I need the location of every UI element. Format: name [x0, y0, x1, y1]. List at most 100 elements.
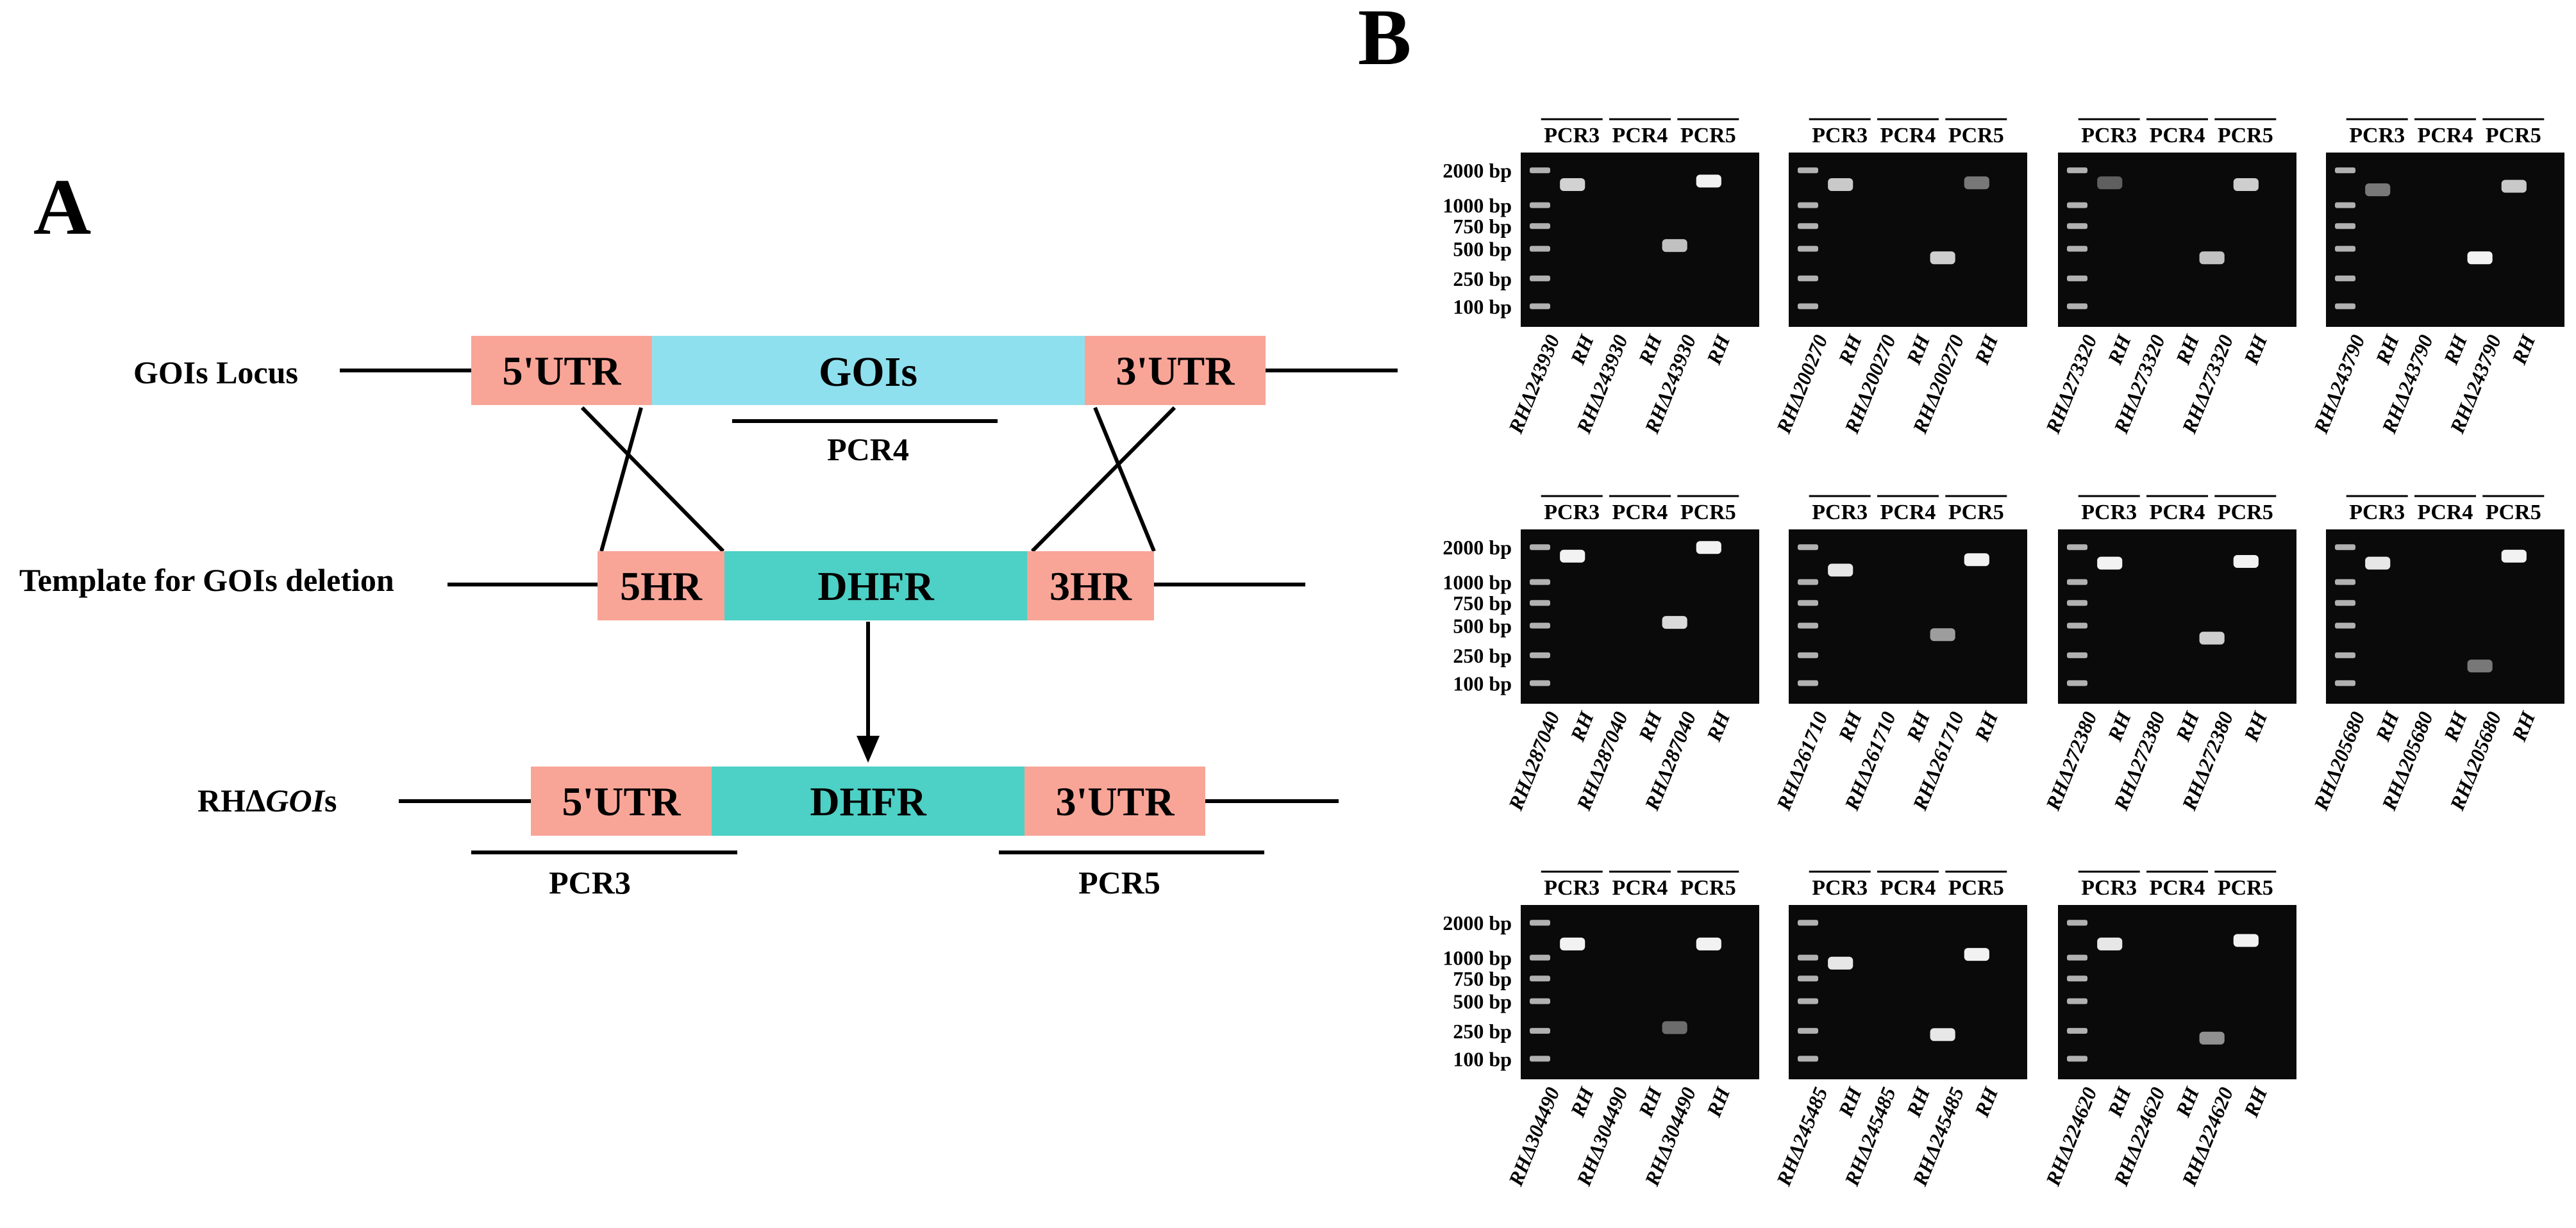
pcr-header: PCR5 [2218, 876, 2273, 900]
pcr-header: PCR3 [1544, 876, 1600, 900]
sample-band [1662, 616, 1687, 629]
pcr-header: PCR3 [1544, 124, 1600, 147]
ladder-band [1798, 223, 1818, 229]
ladder-band [1530, 954, 1550, 961]
mutant-label-suffix: s [324, 783, 337, 818]
lane-label: RH [1634, 1083, 1666, 1120]
sample-band [1964, 948, 1989, 961]
ladder-band [1798, 167, 1818, 174]
lane-label: RH [1834, 1083, 1866, 1120]
sample-band [2365, 556, 2391, 570]
sample-band [1930, 1028, 1955, 1041]
template-5hr-box [598, 551, 724, 620]
ladder-band [1530, 223, 1550, 229]
sample-band [1696, 937, 1721, 950]
lane-label: RHΔ243790 [2309, 331, 2370, 437]
ladder-band [2067, 202, 2087, 208]
mutant-dhfr-box [712, 767, 1025, 836]
ladder-band [2335, 245, 2355, 252]
lane-label: RH [1902, 708, 1934, 745]
sample-band [1964, 553, 1989, 567]
ladder-label: 750 bp [1453, 967, 1512, 990]
pcr-header: PCR5 [1680, 501, 1736, 524]
gel-image [1521, 905, 1759, 1079]
cross-right-a [1093, 406, 1156, 552]
lane-label: RH [1634, 708, 1666, 745]
pcr-header: PCR3 [2349, 501, 2405, 524]
lane-label: RHΔ273320 [2041, 331, 2102, 437]
sample-band [2233, 934, 2259, 947]
ladder-band [2067, 622, 2087, 629]
mutant-row: RHΔGOIs 5'UTR DHFR 3'UTR PCR3 PCR5 [197, 767, 1339, 900]
ladder-band [2067, 652, 2087, 658]
gel-image [2058, 153, 2296, 327]
lane-label: RH [2439, 708, 2471, 745]
ladder-band [1798, 920, 1818, 926]
ladder-band [1798, 544, 1818, 551]
template-3hr-label: 3HR [1050, 563, 1132, 609]
pcr-header: PCR3 [1812, 501, 1868, 524]
ladder-label: 500 bp [1453, 990, 1512, 1013]
ladder-band [2067, 1056, 2087, 1062]
pcr5-label: PCR5 [1078, 865, 1160, 900]
ladder-band [2067, 223, 2087, 229]
lane-label: RH [2439, 331, 2471, 368]
ladder-band [1530, 167, 1550, 174]
lane-label: RH [2239, 331, 2271, 368]
ladder-label: 2000 bp [1443, 911, 1512, 934]
lane-label: RH [2103, 708, 2136, 745]
sample-band [1828, 178, 1853, 191]
lane-label: RH [2507, 331, 2539, 368]
lane-label: RH [1970, 708, 2002, 745]
lane-label: RH [2171, 708, 2204, 745]
ladder-band [1798, 954, 1818, 961]
pcr-header: PCR4 [2150, 876, 2205, 900]
sample-band [2233, 178, 2259, 191]
ladder-band [1798, 622, 1818, 629]
ladder-band [1798, 303, 1818, 310]
ladder-band [1530, 1056, 1550, 1062]
template-dhfr-box [724, 551, 1027, 620]
ladder-band [1530, 652, 1550, 658]
ladder-label: 250 bp [1453, 644, 1512, 667]
lane-label: RHΔ200270 [1771, 331, 1832, 437]
ladder-band [2067, 920, 2087, 926]
pcr-header: PCR3 [2081, 124, 2137, 147]
ladder-band [1798, 680, 1818, 686]
sample-band [2365, 183, 2391, 197]
gel-image [1789, 153, 2027, 327]
ladder-band [1530, 245, 1550, 252]
locus-5utr-box [471, 336, 652, 405]
pcr-header: PCR5 [2486, 124, 2541, 147]
sample-band [1560, 549, 1585, 563]
lane-label: RH [2103, 331, 2136, 368]
lane-label: RH [1566, 1083, 1598, 1120]
cross-left-b [599, 407, 643, 552]
ladder-band [1798, 975, 1818, 982]
locus-row: GOIs Locus 5'UTR GOIs 3'UTR PCR4 [133, 336, 1398, 467]
recombination-crosses [580, 406, 1176, 553]
sample-band [1964, 176, 1989, 190]
ladder-band [1798, 275, 1818, 281]
ladder-band [2067, 275, 2087, 281]
template-dhfr-label: DHFR [817, 563, 934, 609]
pcr-header: PCR5 [1948, 501, 2004, 524]
mutant-3utr-label: 3'UTR [1056, 779, 1175, 824]
ladder-label: 100 bp [1453, 672, 1512, 695]
pcr-header: PCR4 [1612, 124, 1668, 147]
arrow-head [857, 736, 880, 763]
ladder-label: 250 bp [1453, 267, 1512, 290]
ladder-band [2067, 600, 2087, 606]
lane-label: RH [2239, 1083, 2271, 1120]
ladder-band [1798, 245, 1818, 252]
ladder-label: 500 bp [1453, 238, 1512, 261]
ladder-band [1530, 600, 1550, 606]
